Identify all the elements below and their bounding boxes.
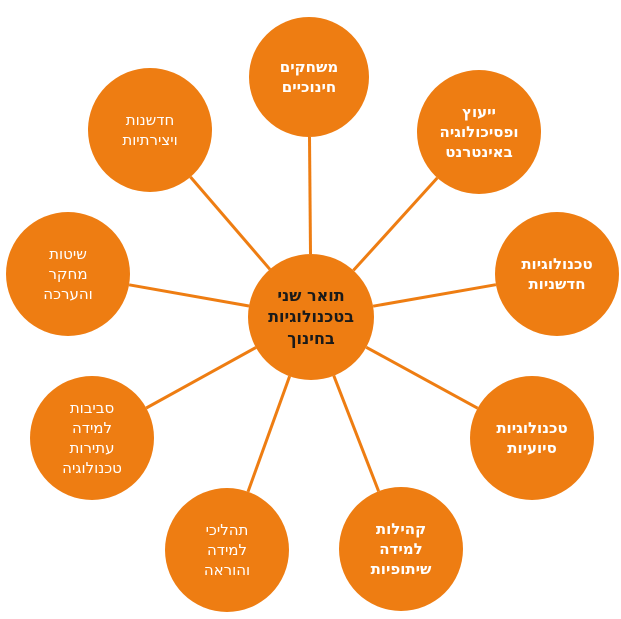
node-label: תהליכי למידה והוראה xyxy=(203,520,251,580)
node-innovation-creativity: חדשנות ויצירתיות xyxy=(88,68,212,192)
node-learning-communities: קהילות למידה שיתופיות xyxy=(339,487,463,611)
node-label: משחקים חינוכיים xyxy=(279,57,339,96)
node-online-counseling: ייעוץ ופסיכולוגיה באינטרנט xyxy=(417,70,541,194)
center-node: תואר שני בטכנולוגיות בחינוך xyxy=(248,254,374,380)
node-label: טכנולוגיות חדשניות xyxy=(521,254,593,293)
connector-line xyxy=(145,346,257,410)
node-label: סביבות למידה עתירות טכנולוגיה xyxy=(62,398,122,478)
connector-line xyxy=(372,283,497,308)
connector-line xyxy=(128,283,250,308)
node-label: שיטות מחקר והערכה xyxy=(43,244,93,304)
node-learning-environments: סביבות למידה עתירות טכנולוגיה xyxy=(30,376,154,500)
node-research-methods: שיטות מחקר והערכה xyxy=(6,212,130,336)
node-assistive-technologies: טכנולוגיות סיועיות xyxy=(470,376,594,500)
connector-line xyxy=(352,176,439,272)
connector-line xyxy=(189,176,272,271)
connector-line xyxy=(308,136,312,255)
node-label: ייעוץ ופסיכולוגיה באינטרנט xyxy=(439,102,519,162)
node-learning-processes: תהליכי למידה והוראה xyxy=(165,488,289,612)
node-label: חדשנות ויצירתיות xyxy=(122,110,178,149)
node-label: טכנולוגיות סיועיות xyxy=(496,418,568,457)
connector-line xyxy=(332,375,380,492)
node-label: קהילות למידה שיתופיות xyxy=(370,519,432,579)
center-node-label: תואר שני בטכנולוגיות בחינוך xyxy=(268,285,354,348)
connector-line xyxy=(365,345,479,410)
node-innovative-technologies: טכנולוגיות חדשניות xyxy=(495,212,619,336)
node-educational-games: משחקים חינוכיים xyxy=(249,17,369,137)
connector-line xyxy=(246,375,292,493)
